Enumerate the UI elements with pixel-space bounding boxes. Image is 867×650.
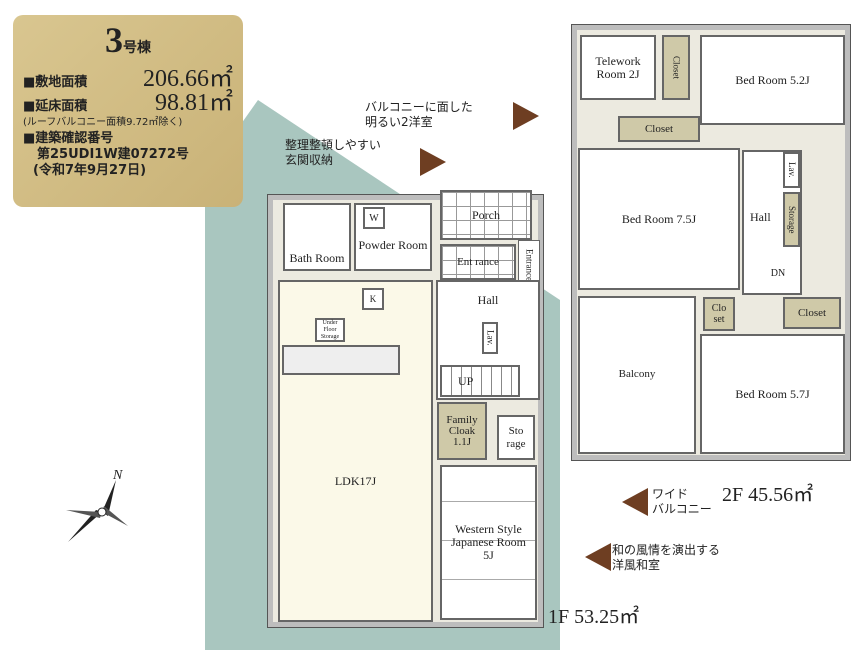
room-family-cloak: Family Cloak 1.1J xyxy=(437,402,487,460)
closet-small: Clo set xyxy=(703,297,735,331)
fridge-k: K xyxy=(362,288,384,310)
room-bath: Bath Room xyxy=(283,203,351,271)
building-no: 3 xyxy=(105,20,123,60)
note-japanese-room: 和の風情を演出する洋風和室 xyxy=(612,543,721,572)
room-lav: Lav. xyxy=(482,322,498,354)
compass-icon xyxy=(66,480,128,542)
note-entrance-storage: 整理整頓しやすい玄関収納 xyxy=(285,138,381,167)
pointer-icon xyxy=(513,102,539,130)
room-bed-7-5: Bed Room 7.5J xyxy=(578,148,740,290)
site-area-label: ■敷地面積 xyxy=(23,75,88,90)
room-storage: Sto rage xyxy=(497,415,535,460)
room-entrance: Ent rance xyxy=(440,244,516,280)
room-western-japanese: Western Style Japanese Room 5J xyxy=(440,465,537,620)
stairs-up: UP xyxy=(440,365,520,397)
property-info-panel: 3号棟 ■敷地面積 206.66㎡ ■延床面積 98.81㎡ (ルーフバルコニー面積… xyxy=(13,15,243,207)
pointer-icon xyxy=(622,488,648,516)
permit-date: (令和7年9月27日) xyxy=(33,163,147,178)
closet-bed-5-7: Closet xyxy=(783,297,841,329)
room-ldk: LDK17J xyxy=(278,280,433,622)
floor-area-label: ■延床面積 xyxy=(23,99,88,114)
room-lav-2f: Lav. xyxy=(783,152,800,188)
building-suffix: 号棟 xyxy=(123,40,151,56)
floor-area-value: 98.81㎡ xyxy=(155,90,233,116)
closet-telework: Closet xyxy=(662,35,690,100)
compass-north-label: N xyxy=(113,468,123,483)
floor-area-note: (ルーフバルコニー面積9.72㎡除く) xyxy=(23,117,183,128)
kitchen-counter xyxy=(282,345,400,375)
permit-number: 第25UDI1W建07272号 xyxy=(37,147,189,162)
room-telework: Telework Room 2J xyxy=(580,35,656,100)
washer-space: W xyxy=(363,207,385,229)
stairs-down: DN xyxy=(770,267,786,279)
closet-bed-7-5: Closet xyxy=(618,116,700,142)
room-bed-5-2: Bed Room 5.2J xyxy=(700,35,845,125)
room-bed-5-7: Bed Room 5.7J xyxy=(700,334,845,454)
first-floor-area: 1F 53.25㎡ xyxy=(548,606,640,628)
note-balcony: ワイドバルコニー xyxy=(652,487,712,516)
building-number: 3号棟 xyxy=(23,21,233,67)
balcony: Balcony xyxy=(578,296,696,454)
second-floor-area: 2F 45.56㎡ xyxy=(722,484,814,506)
room-porch: Porch xyxy=(440,190,532,240)
underfloor-storage: Under Floor Storage xyxy=(315,318,345,342)
floor-area-row: ■延床面積 98.81㎡ xyxy=(23,91,233,115)
pointer-icon xyxy=(585,543,611,571)
site-area-row: ■敷地面積 206.66㎡ xyxy=(23,67,233,91)
site-area-value: 206.66㎡ xyxy=(143,66,233,92)
pointer-icon xyxy=(420,148,446,176)
permit-label: ■建築確認番号 xyxy=(23,131,114,146)
note-bedrooms: バルコニーに面した明るい2洋室 xyxy=(365,100,473,129)
storage-2f: Storage xyxy=(783,192,800,247)
